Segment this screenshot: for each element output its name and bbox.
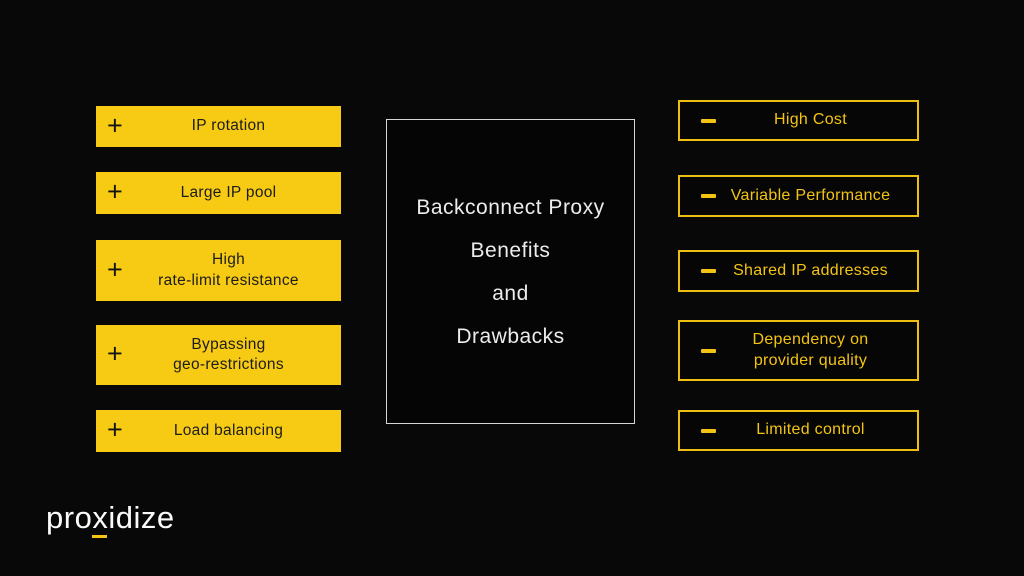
benefit-label: Bypassing geo-restrictions — [173, 335, 284, 373]
drawback-label: Shared IP addresses — [733, 261, 888, 279]
logo-text-pre: pro — [46, 500, 93, 535]
drawback-item: High Cost — [678, 100, 919, 141]
proxidize-logo: proxidize — [46, 500, 175, 538]
logo-text-post: idize — [108, 500, 175, 535]
drawback-label: Dependency on provider quality — [752, 330, 869, 369]
benefit-label: IP rotation — [191, 117, 266, 135]
title-box: Backconnect Proxy Benefits and Drawbacks — [386, 119, 635, 424]
logo-x-underlined: x — [92, 500, 109, 538]
benefit-item: + Load balancing — [96, 410, 341, 452]
plus-icon: + — [107, 176, 123, 207]
title-line: Backconnect Proxy — [416, 195, 605, 219]
minus-icon — [701, 269, 716, 273]
minus-icon — [701, 118, 716, 123]
minus-icon — [701, 348, 716, 353]
benefit-label: High rate-limit resistance — [158, 251, 299, 289]
title-line: Drawbacks — [456, 324, 565, 348]
minus-icon — [701, 428, 716, 433]
benefit-item: + High rate-limit resistance — [96, 240, 341, 301]
minus-icon — [701, 194, 716, 198]
benefit-label: Load balancing — [173, 421, 284, 439]
drawback-label: Variable Performance — [730, 186, 891, 204]
drawback-item: Limited control — [678, 410, 919, 451]
plus-icon: + — [107, 109, 123, 140]
drawback-label: Limited control — [756, 421, 865, 439]
drawback-item: Variable Performance — [678, 175, 919, 217]
benefit-item: + Bypassing geo-restrictions — [96, 325, 341, 385]
drawback-label: High Cost — [774, 111, 847, 129]
plus-icon: + — [107, 414, 123, 445]
title-line: and — [492, 281, 529, 305]
plus-icon: + — [107, 253, 123, 284]
title-line: Benefits — [470, 238, 551, 262]
benefit-label: Large IP pool — [180, 183, 277, 201]
benefit-item: + Large IP pool — [96, 172, 341, 214]
drawback-item: Dependency on provider quality — [678, 320, 919, 381]
plus-icon: + — [107, 338, 123, 369]
benefit-item: + IP rotation — [96, 106, 341, 147]
drawback-item: Shared IP addresses — [678, 250, 919, 292]
